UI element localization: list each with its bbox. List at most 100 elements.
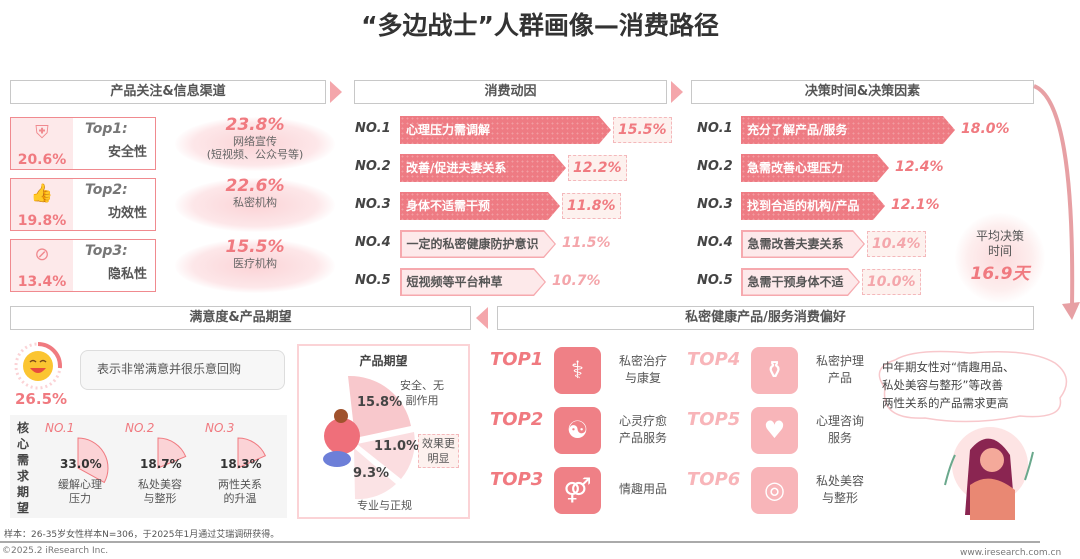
copyright: ©2025.2 iResearch Inc. <box>2 546 109 556</box>
pref-rank: TOP6 <box>687 469 741 490</box>
expectation-title: 产品期望 <box>359 354 408 368</box>
focus-name: 安全性 <box>107 145 147 160</box>
exp-value-2: 11.0% <box>374 439 420 454</box>
arrow-left-icon <box>476 307 488 329</box>
pie-slice-safety <box>348 375 411 438</box>
pref-label: 服务 <box>827 431 852 445</box>
motives-bar: 改善/促进夫妻关系 <box>400 154 566 182</box>
rank-label: NO.5 <box>355 273 391 288</box>
need-label: 缓解心理 <box>58 478 102 491</box>
satisfaction-bubble: 表示非常满意并很乐意回购 <box>80 350 285 390</box>
pie-slice-effect <box>357 432 415 479</box>
page-title: “多边战士”人群画像—消费路径 <box>361 11 719 40</box>
pref-rank: TOP2 <box>490 409 544 430</box>
rank-label: NO.3 <box>355 197 391 212</box>
decisions-bar: 急需干预身体不适 <box>741 268 860 296</box>
need-value: 33.0% <box>60 457 102 471</box>
bar-value: 10.0% <box>862 269 921 295</box>
section-decision-header: 决策时间&决策因素 <box>691 80 1034 104</box>
pref-rank: TOP1 <box>490 349 544 370</box>
focus-card: 👍 19.8% Top2: 功效性 <box>10 178 156 231</box>
exp-value-3: 9.3% <box>353 466 390 481</box>
need-label: 两性关系 <box>218 478 262 491</box>
curved-arrow-icon <box>1033 84 1080 320</box>
channel-oval: 22.6%私密机构 <box>175 176 335 232</box>
bar-value: 15.5% <box>613 117 672 143</box>
bar-value: 10.4% <box>867 231 926 257</box>
need-sector <box>77 437 109 484</box>
pref-label: 产品服务 <box>618 431 667 445</box>
focus-name: 功效性 <box>107 206 147 221</box>
pie-slice-professional <box>354 448 396 500</box>
need-label: 私处美容 <box>138 478 182 491</box>
bar-value: 11.8% <box>562 193 621 219</box>
motives-bar: 一定的私密健康防护意识 <box>400 230 556 258</box>
need-sector <box>237 437 267 469</box>
core-needs-char: 期 <box>17 485 30 499</box>
bar-value: 12.1% <box>891 197 940 213</box>
rank-label: NO.4 <box>355 235 391 250</box>
focus-rank: Top2: <box>85 182 128 198</box>
shield-icon: ⛨ <box>35 122 49 143</box>
exp-label-3: 专业与正规 <box>357 499 412 512</box>
need-rank: NO.1 <box>45 421 75 435</box>
pref-label: 私密治疗 <box>618 354 667 368</box>
exp-value-1: 15.8% <box>357 395 403 410</box>
bar-value: 12.2% <box>568 155 627 181</box>
channel-pct: 22.6% <box>225 176 285 196</box>
exp-label-1b: 副作用 <box>405 394 439 407</box>
expectation-pie <box>323 375 415 500</box>
decisions-bar: 充分了解产品/服务 <box>741 116 955 144</box>
focus-pct: 19.8% <box>17 213 67 229</box>
pref-rank: TOP4 <box>687 349 741 370</box>
rank-label: NO.2 <box>355 159 391 174</box>
core-needs-char: 求 <box>17 469 30 483</box>
decisions-bar: 急需改善心理压力 <box>741 154 889 182</box>
aesthetic-icon: ◎ <box>751 467 798 514</box>
channel-name: 医疗机构 <box>233 257 277 270</box>
thumbs-up-icon: 👍 <box>30 183 54 204</box>
need-rank: NO.2 <box>125 421 155 435</box>
avg-decision-label2: 时间 <box>987 244 1012 258</box>
pref-label: 私处美容 <box>815 474 864 488</box>
core-needs-char: 望 <box>17 501 30 515</box>
section-motive-header: 消费动因 <box>354 80 667 104</box>
bar-value: 18.0% <box>961 121 1010 137</box>
section-satisfaction-header: 满意度&产品期望 <box>10 306 471 330</box>
thought-cloud <box>878 350 1068 423</box>
focus-card: ⛨ 20.6% Top1: 安全性 <box>10 117 156 170</box>
avg-decision-time: 平均决策 时间 16.9天 <box>955 213 1045 303</box>
core-needs-char: 需 <box>17 453 30 467</box>
footer-divider <box>0 541 1040 543</box>
expectation-panel <box>297 344 470 519</box>
rank-label: NO.2 <box>697 159 733 174</box>
pref-label: 与康复 <box>624 371 661 385</box>
need-rank: NO.3 <box>205 421 235 435</box>
rank-label: NO.5 <box>697 273 733 288</box>
channel-note: (短视频、公众号等) <box>206 148 304 161</box>
bar-value: 11.5% <box>562 235 611 251</box>
pref-label: 情趣用品 <box>618 482 667 496</box>
smiley-icon <box>23 351 53 381</box>
broken-heart-icon: ♥ <box>751 407 798 454</box>
exp-label-2b: 明显 <box>427 452 450 465</box>
website-link[interactable]: www.iresearch.com.cn <box>960 548 1062 558</box>
focus-rank: Top3: <box>85 243 128 259</box>
pref-label: 与整形 <box>821 491 858 505</box>
channel-oval: 15.5%医疗机构 <box>175 237 335 293</box>
focus-rank: Top1: <box>85 121 128 137</box>
rank-label: NO.3 <box>697 197 733 212</box>
sample-note: 样本：26-35岁女性样本N=306，于2025年1月通过艾瑞调研获得。 <box>4 530 280 540</box>
focus-card: ⊘13.4%Top3:隐私性 <box>10 239 156 292</box>
bar-label: 短视频等平台种草 <box>402 270 545 295</box>
smiley-progress-ring <box>14 342 62 390</box>
need-value: 18.3% <box>220 457 262 471</box>
rank-label: NO.1 <box>355 121 391 136</box>
motives-bar: 短视频等平台种草 <box>400 268 546 296</box>
focus-pct: 20.6% <box>17 152 67 168</box>
pref-label: 私密护理 <box>815 354 864 368</box>
section-focus-header: 产品关注&信息渠道 <box>10 80 326 104</box>
core-needs-char: 核 <box>17 421 30 435</box>
eye-slash-icon: ⊘ <box>34 244 50 265</box>
arrow-right-icon <box>330 81 342 103</box>
